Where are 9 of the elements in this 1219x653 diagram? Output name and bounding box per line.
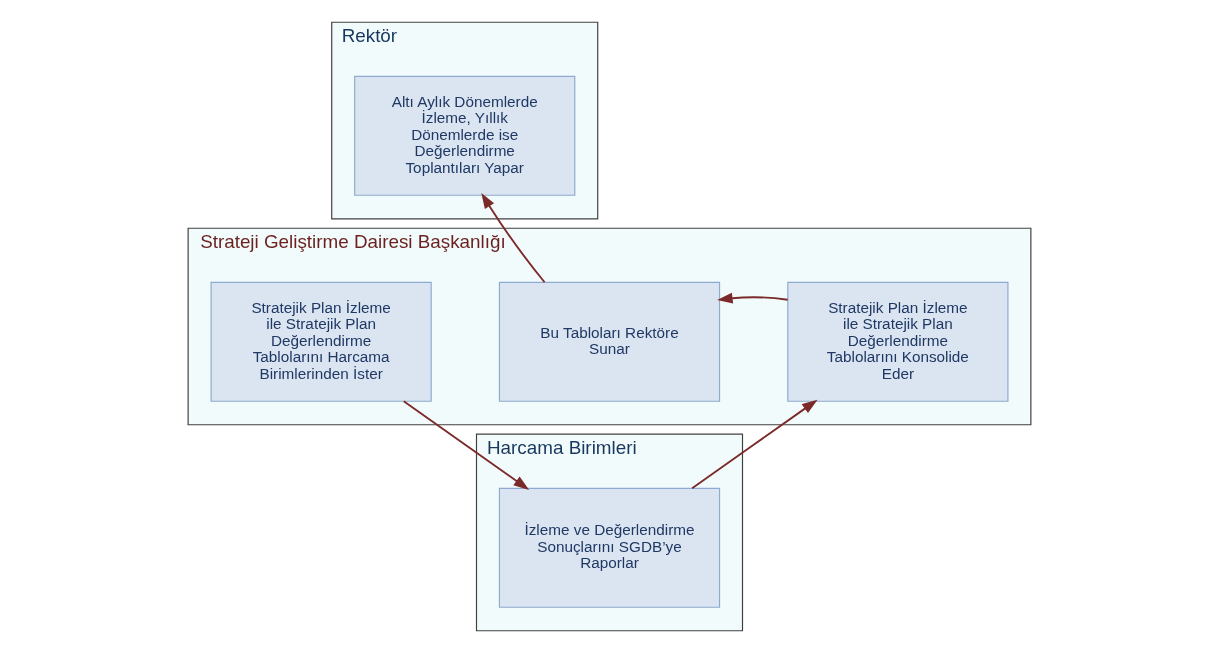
node-box: Stratejik Plan İzleme ile Stratejik Plan Değerlendirme Tablolarını Konsolide Eder <box>787 281 1009 402</box>
node-box: İzleme ve Değerlendirme Sonuçlarını SGDB’ye Raporlar <box>498 487 721 608</box>
node-box: Stratejik Plan İzleme ile Stratejik Plan Değerlendirme Tablolarını Harcama Birimlerinden İster <box>210 281 432 402</box>
arrow <box>691 399 818 490</box>
arrow <box>481 192 546 284</box>
node-box: Altı Aylık Dönemlerde İzleme, Yıllık Dönemlerde ise Değerlendirme Toplantıları Yapar <box>354 75 576 196</box>
arrow <box>402 400 530 490</box>
node-box: Bu Tabloları Rektöre Sunar <box>498 281 721 402</box>
arrow <box>717 292 789 304</box>
